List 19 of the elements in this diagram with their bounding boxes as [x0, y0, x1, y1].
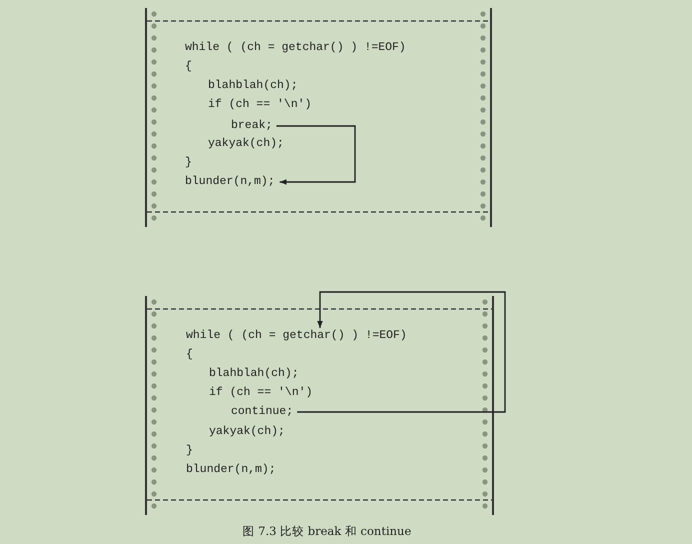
figure-caption: 图 7.3 比较 break 和 continue	[242, 524, 412, 539]
flow-arrow	[276, 125, 356, 185]
code-line: continue;	[231, 405, 294, 419]
code-line: while ( (ch = getchar() ) !=EOF)	[185, 41, 406, 55]
code-line: {	[185, 60, 192, 74]
code-line: yakyak(ch);	[208, 137, 284, 151]
code-line: }	[186, 444, 193, 458]
code-line: break;	[231, 119, 272, 133]
code-line: }	[185, 156, 192, 170]
code-line: blunder(n,m);	[186, 463, 276, 477]
flow-arrow	[297, 291, 506, 413]
code-line: blahblah(ch);	[209, 367, 299, 381]
code-line: blunder(n,m);	[185, 175, 275, 189]
code-line: {	[186, 348, 193, 362]
code-line: if (ch == '\n')	[209, 386, 313, 400]
code-line: while ( (ch = getchar() ) !=EOF)	[186, 329, 407, 343]
code-line: yakyak(ch);	[209, 425, 285, 439]
code-line: blahblah(ch);	[208, 79, 298, 93]
code-line: if (ch == '\n')	[208, 98, 312, 112]
